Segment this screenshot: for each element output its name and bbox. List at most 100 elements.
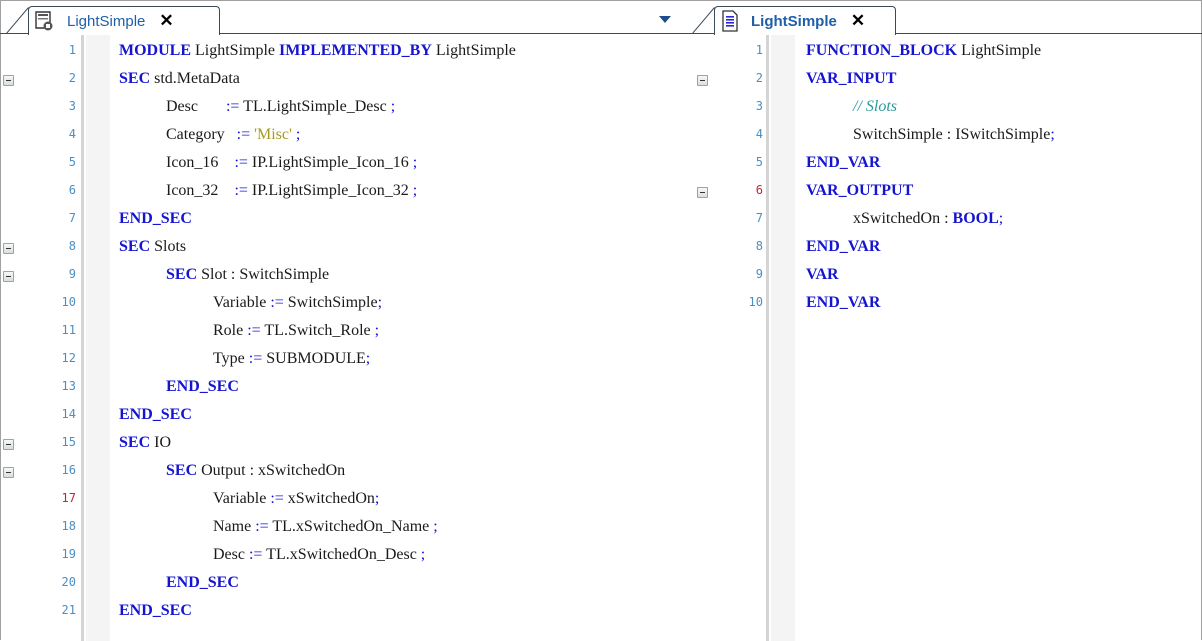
operator-token: := [225,98,240,115]
collapse-fold-icon[interactable] [3,439,14,450]
text-token: Variable [213,490,271,507]
code-line[interactable]: 3// Slots [690,94,1202,122]
text-token: xSwitchedOn [283,490,375,507]
operator-token: := [270,294,284,311]
tab-label: LightSimple [751,12,837,30]
code-text: VAR [806,266,839,284]
text-token: xSwitchedOn : [853,210,953,227]
text-token: Icon_32 [166,182,235,199]
tab-module-lightsimple[interactable]: LightSimple ✕ [28,6,220,35]
code-text: END_VAR [806,294,880,312]
collapse-fold-icon[interactable] [3,467,14,478]
text-token: LightSimple [957,42,1042,59]
line-number: 18 [61,519,76,533]
collapse-fold-icon[interactable] [3,243,14,254]
line-number: 12 [61,351,76,365]
operator-token: ; [377,294,383,311]
document-icon [719,10,741,32]
operator-token: ; [420,546,426,563]
tab-function-block-lightsimple[interactable]: LightSimple ✕ [714,6,896,35]
code-text: Desc := TL.LightSimple_Desc ; [166,98,395,116]
code-text: Name := TL.xSwitchedOn_Name ; [213,518,438,536]
code-line[interactable]: 5 Icon_16 := IP.LightSimple_Icon_16 ; [0,150,690,178]
line-number: 2 [755,71,763,85]
line-number: 6 [68,183,76,197]
keyword-token: END_SEC [166,574,239,591]
collapse-fold-icon[interactable] [697,187,708,198]
keyword-token: END_SEC [119,406,192,423]
text-token: IP.LightSimple_Icon_16 [247,154,413,171]
operator-token: ; [433,518,438,535]
keyword-token: END_VAR [806,294,881,311]
line-number: 9 [68,267,76,281]
text-token: TL.LightSimple_Desc [239,98,391,115]
keyword-token: VAR [806,266,839,283]
text-token: Desc [213,546,249,563]
operator-token: := [248,350,263,367]
line-number: 5 [68,155,76,169]
operator-token: ; [998,210,1004,227]
code-line[interactable]: 18 Name := TL.xSwitchedOn_Name ; [0,514,690,542]
editor-margin [86,35,110,641]
code-text: END_VAR [806,238,880,256]
code-line[interactable]: 8 END_VAR [690,234,1202,262]
operator-token: ; [295,126,301,143]
tabstrip-baseline [0,33,690,34]
text-token: SwitchSimple : ISwitchSimple [853,126,1051,143]
code-text: // Slots [853,98,897,116]
close-icon[interactable]: ✕ [850,11,866,30]
operator-token: := [236,126,251,143]
line-number: 8 [755,239,763,253]
keyword-token: END_SEC [166,378,239,395]
text-token: TL.xSwitchedOn_Desc [262,546,421,563]
text-token: Variable [213,294,271,311]
line-number: 8 [68,239,76,253]
collapse-fold-icon[interactable] [697,75,708,86]
collapse-fold-icon[interactable] [3,271,14,282]
line-number: 1 [68,43,76,57]
code-text: Icon_16 := IP.LightSimple_Icon_16 ; [166,154,417,172]
text-token: Type [213,350,249,367]
line-number: 11 [61,323,76,337]
chevron-down-icon[interactable] [659,16,671,23]
code-text: END_SEC [166,378,239,396]
close-icon[interactable]: ✕ [159,11,174,30]
code-text: END_SEC [166,574,239,592]
left-tabstrip: LightSimple ✕ [0,0,690,35]
keyword-token: MODULE [119,42,191,59]
collapse-fold-icon[interactable] [3,75,14,86]
operator-token: := [255,518,269,535]
text-token: TL.Switch_Role [260,322,375,339]
keyword-token: SEC [119,70,151,87]
